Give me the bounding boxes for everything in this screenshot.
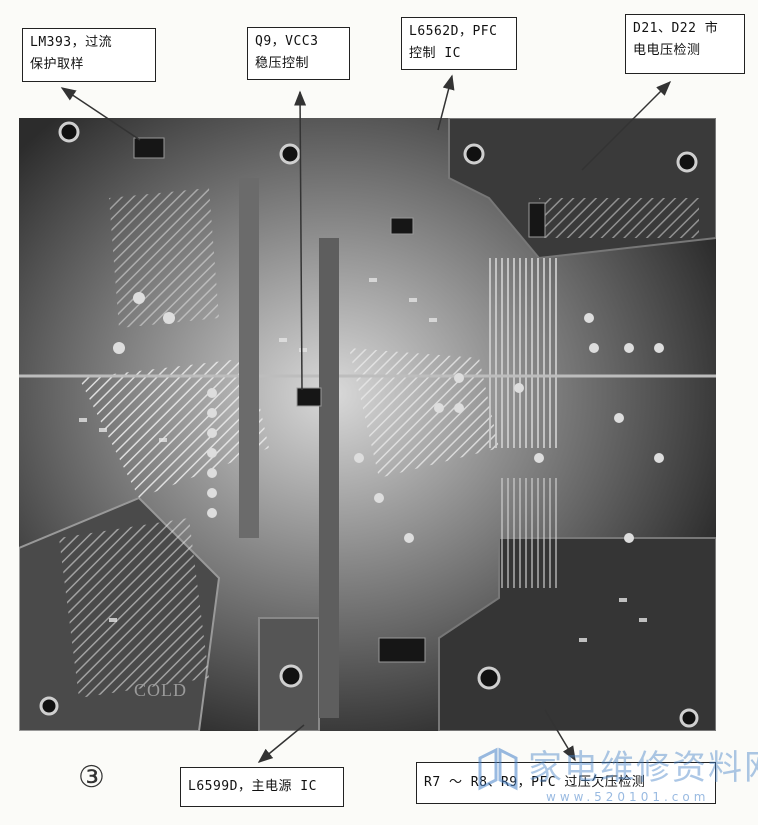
pcb-silkscreen-label: COLD <box>134 680 187 700</box>
callout-d21-line1: D21、D22 市 <box>633 21 719 36</box>
callout-lm393: LM393，过流 保护取样 <box>22 28 156 82</box>
callout-l6562d-line1: L6562D，PFC <box>409 24 498 39</box>
watermark-text: 家电维修资料网 <box>528 748 758 788</box>
callout-q9-line2: 稳压控制 <box>255 56 310 71</box>
watermark-logo-icon <box>478 747 518 791</box>
callout-q9-line1: Q9，VCC3 <box>255 34 319 49</box>
site-watermark: 家电维修资料网 www.520101.com <box>474 738 758 808</box>
watermark-url: www.520101.com <box>546 790 710 804</box>
figure-number: ③ <box>78 760 105 795</box>
callout-lm393-line2: 保护取样 <box>30 57 85 72</box>
callout-d21-d22: D21、D22 市 电电压检测 <box>625 14 745 74</box>
callout-l6599d-text: L6599D，主电源 IC <box>188 779 317 794</box>
pcb-board-photo <box>19 118 716 731</box>
callout-l6562d: L6562D，PFC 控制 IC <box>401 17 517 70</box>
callout-l6599d: L6599D，主电源 IC <box>180 767 344 807</box>
pcb-traces <box>19 118 716 731</box>
callout-d21-line2: 电电压检测 <box>633 43 701 58</box>
callout-l6562d-line2: 控制 IC <box>409 46 461 61</box>
callout-q9: Q9，VCC3 稳压控制 <box>247 27 350 80</box>
callout-lm393-line1: LM393，过流 <box>30 35 113 50</box>
